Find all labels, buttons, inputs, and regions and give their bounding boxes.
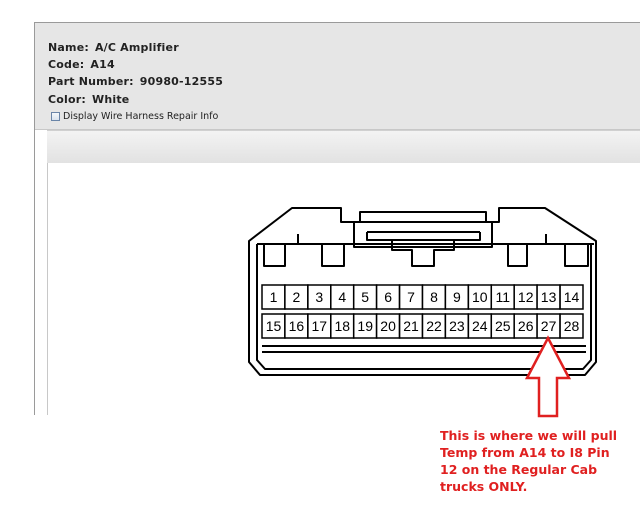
pin-13: 13 [536, 284, 561, 310]
connector-info-panel: Name: A/C Amplifier Code: A14 Part Number:… [35, 23, 640, 130]
pin-12: 12 [513, 284, 538, 310]
pin-19: 19 [352, 313, 378, 339]
pin-cell [559, 313, 584, 339]
wire-harness-repair-toggle[interactable]: Display Wire Harness Repair Info [51, 111, 218, 122]
pin-label: 4 [338, 289, 346, 305]
pin-label: 28 [564, 318, 580, 334]
pin-label: 5 [361, 289, 369, 305]
part-number-field: Part Number: 90980-12555 [48, 75, 223, 88]
pin-6: 6 [375, 284, 401, 310]
part-number-label: Part Number: [48, 75, 134, 88]
pin-label: 26 [518, 318, 534, 334]
pin-label: 12 [518, 289, 534, 305]
pin-2: 2 [284, 284, 309, 310]
wire-harness-repair-label: Display Wire Harness Repair Info [63, 111, 219, 122]
pin-3: 3 [307, 284, 332, 310]
code-field: Code: A14 [48, 58, 115, 71]
pin-16: 16 [284, 313, 309, 339]
code-value: A14 [90, 58, 115, 71]
pin-label: 10 [472, 289, 488, 305]
pin-10: 10 [467, 284, 493, 310]
pin-label: 1 [270, 289, 278, 305]
pin-15: 15 [261, 313, 286, 339]
part-number-value: 90980-12555 [139, 75, 224, 88]
pin-5: 5 [352, 284, 378, 310]
pin-label: 7 [407, 289, 415, 305]
pin-label: 22 [426, 318, 442, 334]
pin-label: 2 [293, 289, 301, 305]
annotation-note: This is where we will pull Temp from A14… [440, 427, 640, 495]
annotation-line-1: This is where we will pull [440, 428, 618, 443]
color-value: White [91, 93, 130, 106]
pin-8: 8 [421, 284, 447, 310]
pin-25: 25 [490, 313, 515, 339]
pin-label: 25 [495, 318, 511, 334]
pin-label: 9 [453, 289, 461, 305]
code-label: Code: [48, 58, 85, 71]
pin-1: 1 [261, 284, 286, 310]
pin-14: 14 [559, 284, 584, 310]
name-field: Name: A/C Amplifier [48, 41, 179, 54]
annotation-line-2: Temp from A14 to I8 Pin [440, 445, 610, 460]
pin-label: 3 [315, 289, 323, 305]
pin-label: 21 [403, 318, 419, 334]
pin-26: 26 [513, 313, 538, 339]
color-label: Color: [48, 93, 86, 106]
pin-9: 9 [444, 284, 470, 310]
pin-21: 21 [398, 313, 424, 339]
pin-cell [559, 284, 584, 310]
pin-label: 20 [380, 318, 396, 334]
annotation-arrow [524, 335, 572, 418]
pin-label: 6 [384, 289, 392, 305]
pin-label: 24 [472, 318, 488, 334]
pin-label: 11 [496, 289, 511, 305]
pin-label: 19 [357, 318, 373, 334]
toolbar [47, 130, 640, 164]
pin-22: 22 [421, 313, 447, 339]
pin-label: 16 [289, 318, 305, 334]
pin-label: 15 [266, 318, 282, 334]
pin-label: 27 [541, 318, 557, 334]
pin-28: 28 [559, 313, 584, 339]
pin-label: 17 [312, 318, 328, 334]
color-field: Color: White [48, 93, 129, 106]
pin-label: 18 [335, 318, 351, 334]
pin-7: 7 [398, 284, 424, 310]
pin-label: 13 [541, 289, 557, 305]
pin-18: 18 [330, 313, 355, 339]
wire-harness-repair-checkbox[interactable] [51, 112, 60, 121]
pin-4: 4 [330, 284, 355, 310]
name-value: A/C Amplifier [94, 41, 179, 54]
pin-17: 17 [307, 313, 332, 339]
pin-23: 23 [444, 313, 470, 339]
pin-label: 14 [564, 289, 580, 305]
pin-label: 23 [449, 318, 465, 334]
pin-label: 8 [430, 289, 438, 305]
annotation-line-4: trucks ONLY. [440, 479, 528, 494]
annotation-line-3: 12 on the Regular Cab [440, 462, 598, 477]
pin-20: 20 [375, 313, 401, 339]
name-label: Name: [48, 41, 89, 54]
pin-24: 24 [467, 313, 493, 339]
pin-11: 11 [490, 284, 515, 310]
pin-27: 27 [536, 313, 561, 339]
